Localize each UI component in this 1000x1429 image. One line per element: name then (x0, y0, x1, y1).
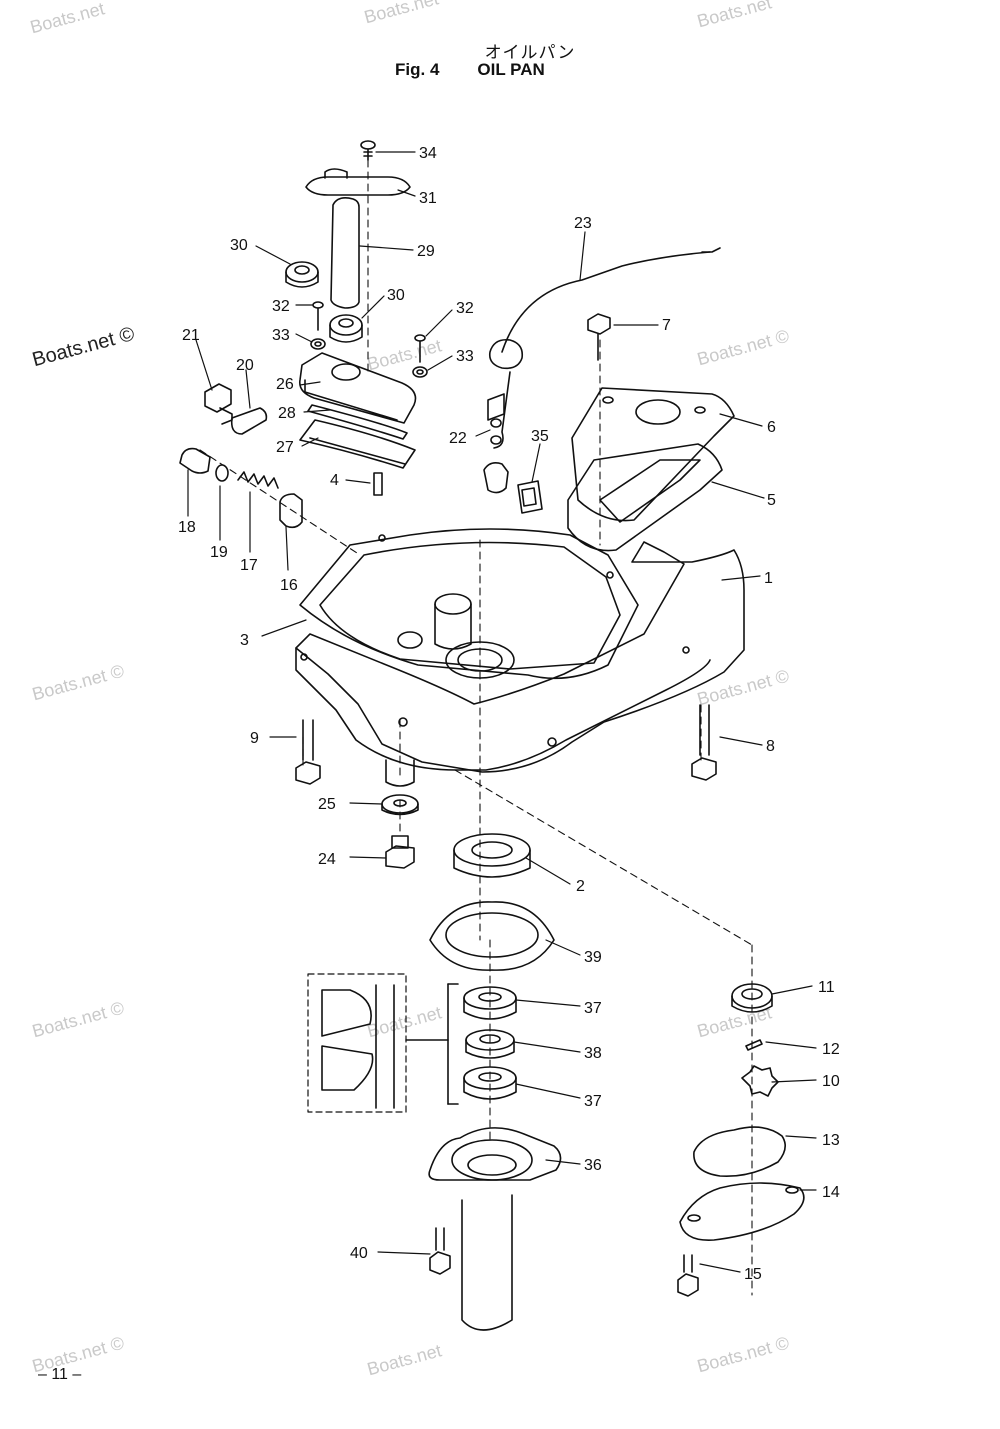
part-31-bracket (305, 168, 411, 196)
callout-4: 4 (330, 472, 339, 489)
callout-26: 26 (276, 376, 294, 393)
callout-31: 31 (419, 190, 437, 207)
part-39-gasket (429, 901, 555, 971)
part-12-pin (745, 1039, 763, 1051)
callout-33: 33 (456, 348, 474, 365)
callout-15: 15 (744, 1266, 762, 1283)
seal-detail-box (307, 973, 407, 1113)
callout-33: 33 (272, 327, 290, 344)
part-22-oil-switch (483, 393, 509, 494)
part-33-washer (412, 366, 428, 378)
callout-36: 36 (584, 1157, 602, 1174)
callout-12: 12 (822, 1041, 840, 1058)
callout-19: 19 (210, 544, 228, 561)
callout-14: 14 (822, 1184, 840, 1201)
part-8-bolt (691, 704, 717, 781)
figure-number: Fig. 4 (395, 60, 440, 79)
callout-7: 7 (662, 317, 671, 334)
part-33-washer (310, 338, 326, 350)
part-4-dowel (373, 472, 383, 496)
callout-8: 8 (766, 738, 775, 755)
part-34-screw (360, 140, 376, 161)
part-16-sleeve (279, 493, 303, 529)
title-japanese: オイルパン (484, 43, 576, 63)
callout-32: 32 (272, 298, 290, 315)
leader-lines (187, 151, 817, 1273)
part-3-gasket (299, 528, 639, 680)
callout-16: 16 (280, 577, 298, 594)
part-28-gasket (307, 404, 408, 440)
callout-2: 2 (576, 878, 585, 895)
callout-11: 11 (818, 979, 835, 996)
callout-30: 30 (387, 287, 405, 304)
part-17-spring (237, 471, 279, 489)
part-10-inner-rotor (741, 1065, 779, 1097)
part-9-bolt (295, 719, 321, 785)
part-23-cable (501, 251, 711, 353)
part-32-screw (312, 301, 324, 331)
part-26-breather-cover (298, 352, 417, 424)
callout-38: 38 (584, 1045, 602, 1062)
part-14-pump-cover (679, 1182, 805, 1241)
part-24-drain-plug (385, 835, 415, 869)
part-30-grommet (329, 314, 363, 343)
part-15-bolt (677, 1254, 699, 1297)
part-11-outer-rotor (731, 983, 773, 1013)
callout-22: 22 (449, 430, 467, 447)
part-6-cover (571, 387, 735, 522)
part-35-clip (517, 480, 543, 514)
part-40-bolt (429, 1227, 451, 1275)
callout-17: 17 (240, 557, 258, 574)
part-37-seal (463, 986, 517, 1020)
part-37-seal (463, 1066, 517, 1100)
callout-37: 37 (584, 1000, 602, 1017)
part-7-bolt (587, 313, 611, 361)
part-19-oring (215, 464, 229, 482)
figure-title: Fig. 4 OIL PAN (395, 60, 583, 80)
callout-6: 6 (767, 419, 776, 436)
callout-34: 34 (419, 145, 437, 162)
callout-29: 29 (417, 243, 435, 260)
part-25-washer (381, 794, 419, 816)
part-36-housing (428, 1127, 562, 1331)
callout-40: 40 (350, 1245, 368, 1262)
part-27-plate (299, 419, 416, 469)
callout-37: 37 (584, 1093, 602, 1110)
callout-28: 28 (278, 405, 296, 422)
part-21-bolt (204, 383, 233, 425)
part-32-screw (414, 334, 426, 363)
callout-32: 32 (456, 300, 474, 317)
callout-20: 20 (236, 357, 254, 374)
part-13-oring (693, 1126, 786, 1178)
callout-1: 1 (764, 570, 773, 587)
callout-3: 3 (240, 632, 249, 649)
figure-name: OIL PAN (477, 60, 545, 79)
callout-25: 25 (318, 796, 336, 813)
part-20-plate (230, 407, 268, 435)
callout-9: 9 (250, 730, 259, 747)
part-23-grommet (488, 338, 524, 370)
callout-24: 24 (318, 851, 336, 868)
callout-18: 18 (178, 519, 196, 536)
part-1-oil-pan (295, 541, 745, 773)
callout-27: 27 (276, 439, 294, 456)
page-number: – 11 – (38, 1366, 82, 1383)
part-29-hose (330, 197, 360, 309)
part-38-seal (465, 1029, 515, 1059)
callout-5: 5 (767, 492, 776, 509)
callout-39: 39 (584, 949, 602, 966)
callout-13: 13 (822, 1132, 840, 1149)
part-2-oil-seal (453, 833, 531, 878)
callout-10: 10 (822, 1073, 840, 1090)
callout-21: 21 (182, 327, 200, 344)
callout-labels: 34 31 29 30 30 32 33 32 33 26 28 27 4 21… (178, 145, 840, 1283)
callout-35: 35 (531, 428, 549, 445)
part-18-plug (179, 447, 211, 474)
callout-30: 30 (230, 237, 248, 254)
part-30-grommet (285, 261, 319, 288)
callout-23: 23 (574, 215, 592, 232)
